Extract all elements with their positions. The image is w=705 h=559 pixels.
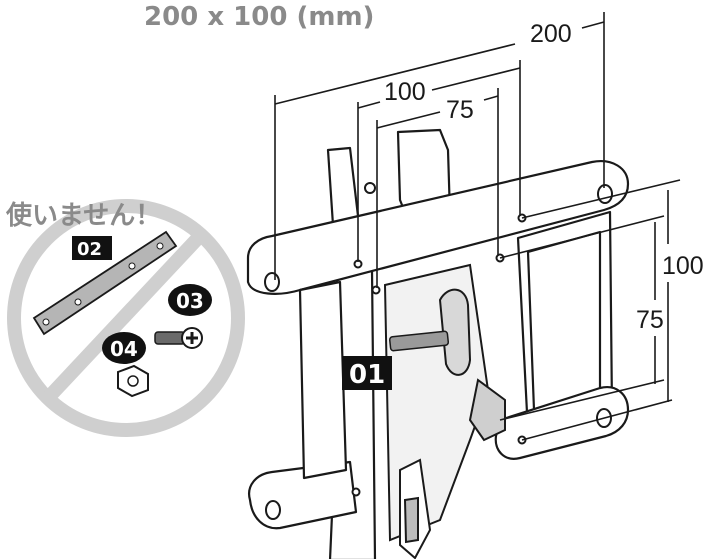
nut-04 — [117, 364, 149, 398]
screw-03 — [154, 327, 203, 349]
part-label-02: 02 — [77, 239, 102, 260]
not-used-panel: 02 03 04 使いません！ — [5, 199, 245, 437]
page-title: 200 x 100 (mm) — [144, 2, 375, 32]
part-label-03: 03 — [176, 289, 204, 313]
part-label-01: 01 — [349, 360, 385, 390]
part-badge-01: 01 — [342, 356, 392, 390]
flat-strip-02 — [32, 230, 178, 336]
tilt-mechanism — [383, 263, 506, 559]
dim-label-200: 200 — [530, 20, 572, 48]
not-used-text: 使いません！ — [5, 201, 161, 231]
dimension-lines — [274, 12, 681, 441]
part-label-04: 04 — [110, 337, 138, 361]
dim-label-75-top: 75 — [446, 96, 474, 124]
dim-label-75-side: 75 — [636, 306, 664, 334]
dim-label-100-side: 100 — [662, 252, 704, 280]
bolt-01 — [388, 330, 450, 352]
dim-label-100-top: 100 — [384, 78, 426, 106]
mounting-plate — [246, 128, 630, 559]
